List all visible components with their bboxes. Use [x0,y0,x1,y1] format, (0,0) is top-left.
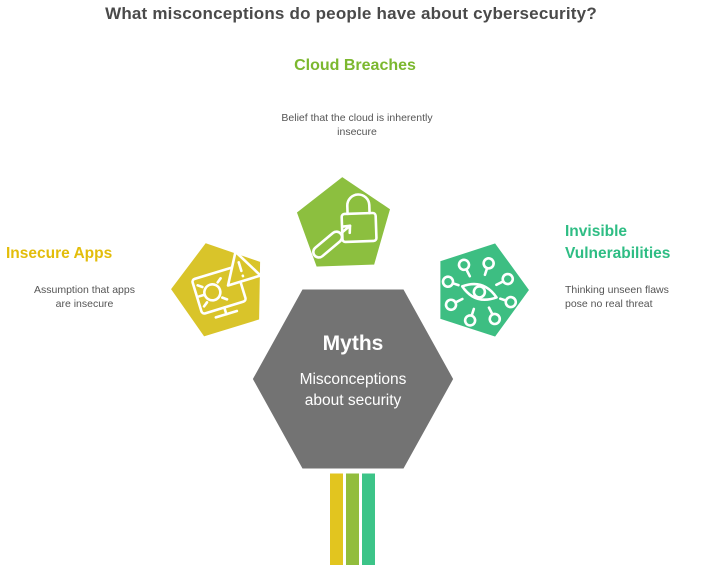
stem-stripe-green [346,462,359,565]
label-insecure-apps: Insecure Apps [6,245,113,262]
label-cloud-breaches: Cloud Breaches [294,57,416,74]
stem-stripes [330,462,375,565]
description-invisible-vulnerabilities: Thinking unseen flaws pose no real threa… [565,284,669,310]
warning-triangle [226,250,262,287]
pentagon-shape [291,171,396,272]
description-insecure-apps: Assumption that apps are insecure [34,284,135,310]
stem-stripe-teal [362,462,375,565]
pentagon-invisible-vulnerabilities [435,238,535,342]
center-hexagon [247,284,459,474]
stem-stripe-yellow [330,462,343,565]
bug-monitor-warning-icon [191,250,262,319]
hexagon-shape [247,284,459,474]
center-subheading: Misconceptions about security [299,371,407,409]
pentagon-cloud-breaches [291,171,396,272]
page-title: What misconceptions do people have about… [105,4,597,23]
description-cloud-breaches: Belief that the cloud is inherently inse… [281,112,433,138]
label-invisible-vulnerabilities: Invisible Vulnerabilities [565,223,671,263]
lock-search-icon [312,193,378,259]
center-heading: Myths [322,332,384,355]
pentagon-insecure-apps [165,237,266,342]
eye-network-icon [441,257,518,327]
center-text: Myths Misconceptions about security [253,332,453,412]
